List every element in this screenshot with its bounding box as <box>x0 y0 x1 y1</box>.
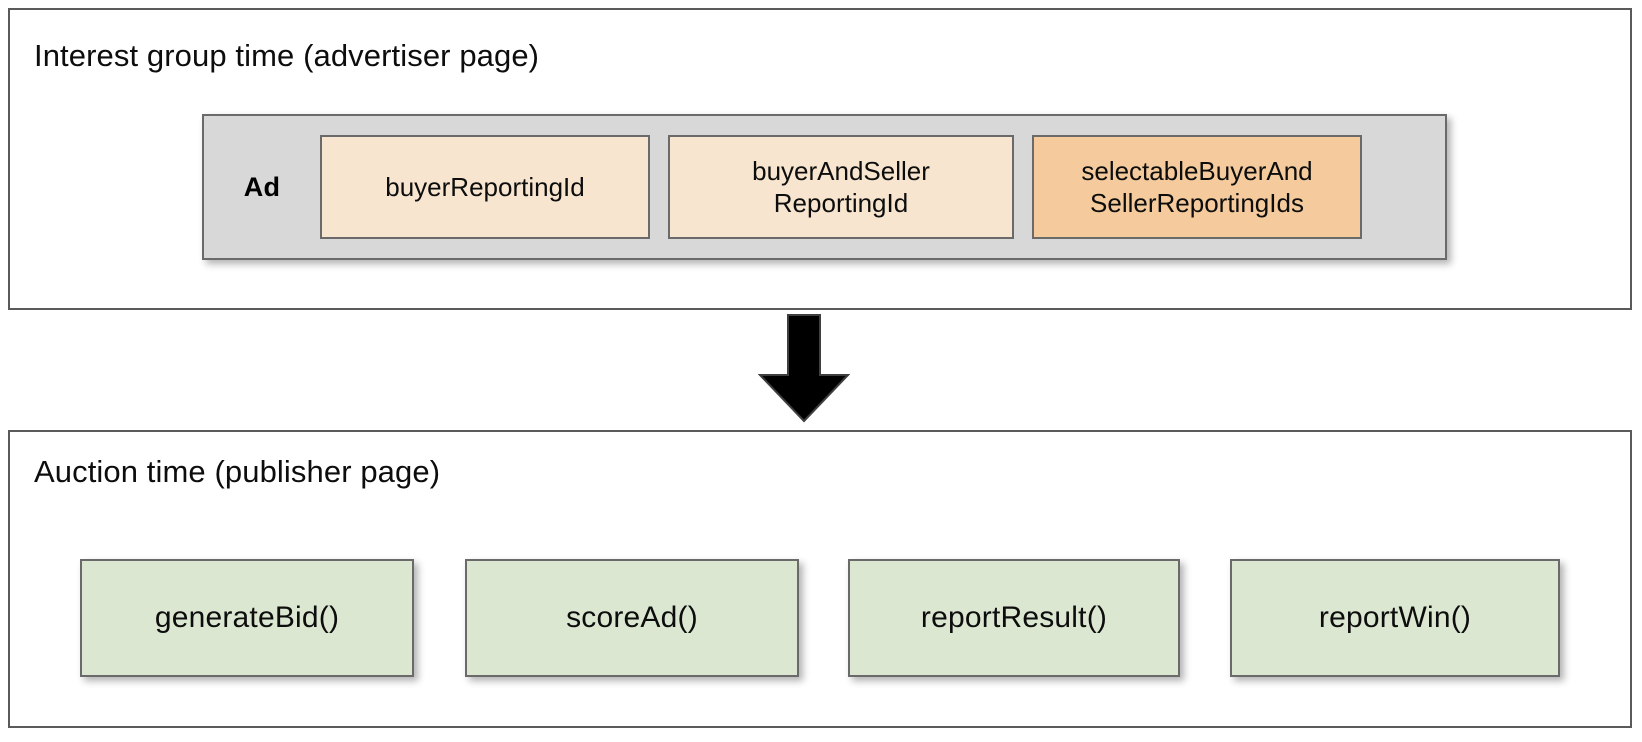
function-box-score-ad: scoreAd() <box>465 559 799 677</box>
field-buyer-reporting-id: buyerReportingId <box>320 135 650 239</box>
page-title-advertiser: Interest group time (advertiser page) <box>34 38 540 73</box>
function-box-report-result: reportResult() <box>848 559 1180 677</box>
ad-label: Ad <box>243 171 281 202</box>
down-arrow-icon <box>758 314 850 423</box>
function-box-generate-bid: generateBid() <box>80 559 414 677</box>
function-box-report-win: reportWin() <box>1230 559 1560 677</box>
section-interest-group-time: Interest group time (advertiser page) Ad… <box>8 8 1632 310</box>
page-title-publisher: Auction time (publisher page) <box>34 454 441 489</box>
